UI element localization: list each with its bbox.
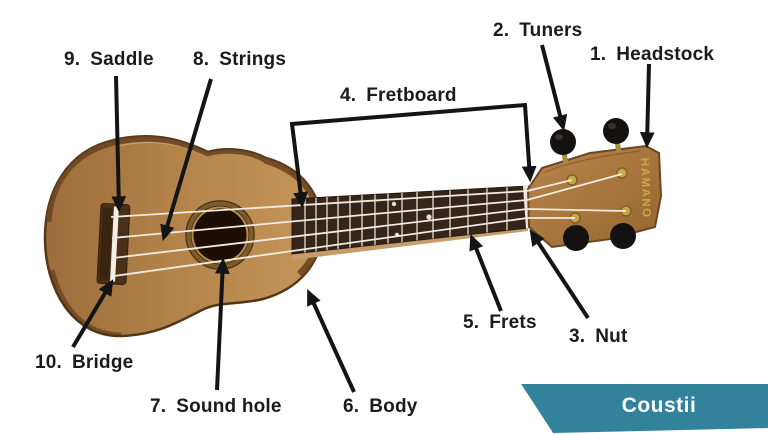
label-bridge-number: 10. (35, 352, 63, 373)
label-strings-text: Strings (219, 49, 287, 70)
label-nut-text: Nut (595, 326, 628, 347)
saddle (110, 206, 119, 282)
label-nut-number: 3. (569, 326, 586, 347)
bracket-fretboard (289, 102, 537, 209)
tuner-pegs (550, 118, 636, 251)
label-body-text: Body (369, 396, 418, 417)
label-body-number: 6. (343, 396, 360, 417)
label-sound-hole-number: 7. (150, 396, 167, 417)
label-strings-number: 8. (193, 49, 210, 70)
label-fretboard-text: Fretboard (366, 85, 457, 106)
label-saddle-number: 9. (64, 49, 81, 70)
label-frets-text: Frets (489, 312, 537, 333)
label-saddle-text: Saddle (90, 49, 154, 70)
label-fretboard: 4. Fretboard (340, 85, 457, 106)
brand-banner-text: Coustii (621, 394, 697, 417)
arrow-nut (529, 229, 590, 320)
label-bridge: 10. Bridge (35, 352, 133, 373)
label-tuners-text: Tuners (519, 20, 583, 41)
arrow-body (307, 289, 356, 393)
arrow-frets (469, 233, 503, 312)
label-frets: 5. Frets (463, 312, 537, 333)
brand-text: HAMANO (638, 158, 652, 219)
label-tuners: 2. Tuners (493, 20, 582, 41)
label-nut: 3. Nut (569, 326, 628, 347)
label-frets-number: 5. (463, 312, 480, 333)
brand-banner: Coustii (521, 384, 768, 433)
label-fretboard-number: 4. (340, 85, 357, 106)
arrow-bridge (71, 279, 114, 349)
label-sound-hole: 7. Sound hole (150, 396, 282, 417)
arrow-soundhole (215, 257, 230, 391)
label-headstock: 1. Headstock (590, 44, 714, 65)
headstock: HAMANO (526, 144, 663, 249)
label-headstock-text: Headstock (616, 44, 715, 65)
arrow-saddle (111, 75, 127, 213)
arrow-tuners (540, 44, 568, 132)
label-saddle: 9. Saddle (64, 49, 154, 70)
label-bridge-text: Bridge (72, 352, 134, 373)
label-headstock-number: 1. (590, 44, 607, 65)
label-strings: 8. Strings (193, 49, 286, 70)
label-body: 6. Body (343, 396, 418, 417)
label-tuners-number: 2. (493, 20, 510, 41)
neck-edge (292, 227, 528, 260)
arrow-headstock (639, 63, 655, 149)
arrow-strings (160, 78, 213, 242)
label-sound-hole-text: Sound hole (176, 396, 282, 417)
